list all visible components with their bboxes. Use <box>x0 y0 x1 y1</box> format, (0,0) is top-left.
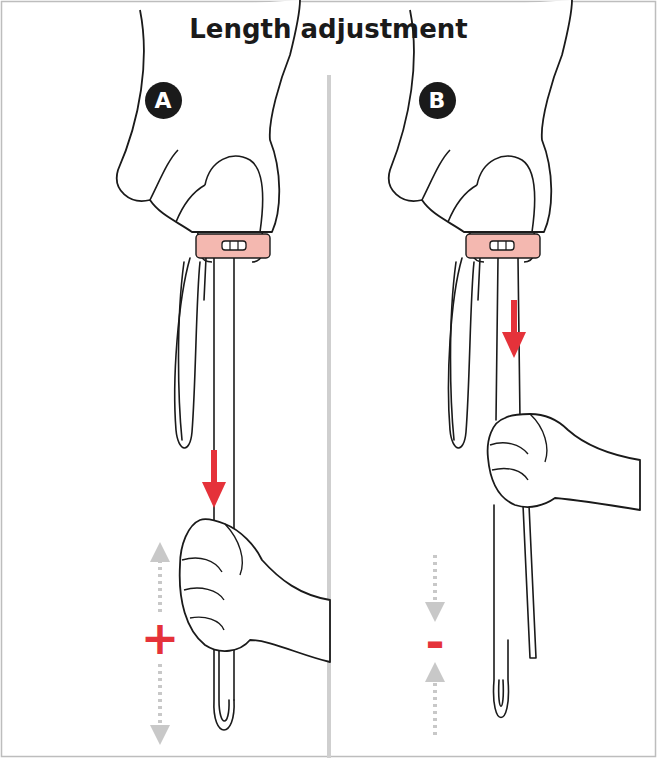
illustration-rect <box>490 241 514 250</box>
illustration-rect <box>196 234 270 258</box>
adjust-sign: - <box>425 619 444 665</box>
panel-letter: B <box>429 88 446 113</box>
illustration-path <box>523 505 536 658</box>
illustration-path <box>449 258 475 448</box>
panel-letter: A <box>154 88 171 113</box>
adjust-sign: + <box>141 615 180 661</box>
illustration-line <box>229 241 230 250</box>
panel-letter-badge: A <box>145 82 182 119</box>
illustration-path <box>502 332 526 358</box>
illustration-g <box>175 258 234 730</box>
illustration-rect <box>466 234 540 258</box>
illustration-line <box>433 672 437 735</box>
panel-letter-badge: B <box>419 82 456 119</box>
illustration-line <box>158 552 162 612</box>
illustration-path <box>202 482 226 508</box>
illustration-line <box>505 241 506 250</box>
illustration-path <box>214 640 234 730</box>
illustration-path <box>213 258 215 560</box>
illustration-path <box>488 414 640 510</box>
illustration-path <box>150 150 263 232</box>
illustration-path <box>496 258 498 420</box>
illustration-line <box>158 664 162 735</box>
illustration-path <box>179 262 185 440</box>
illustration-line <box>237 241 238 250</box>
illustration-path <box>219 640 229 721</box>
diagram-title: Length adjustment <box>0 14 657 44</box>
illustration-path <box>478 258 480 300</box>
illustration-path <box>175 258 200 448</box>
illustration-path <box>451 262 457 440</box>
illustration-line <box>497 241 498 250</box>
illustration-path <box>494 505 509 718</box>
illustration-rect <box>222 241 246 250</box>
illustration-path <box>204 258 206 300</box>
illustration-line <box>211 450 217 485</box>
illustration-path <box>490 414 547 480</box>
illustration-path <box>499 680 504 706</box>
illustration-path <box>422 150 535 232</box>
illustration-line <box>433 555 437 612</box>
illustration-path <box>182 524 242 630</box>
illustration-line <box>511 300 517 335</box>
illustration-path <box>180 519 330 662</box>
